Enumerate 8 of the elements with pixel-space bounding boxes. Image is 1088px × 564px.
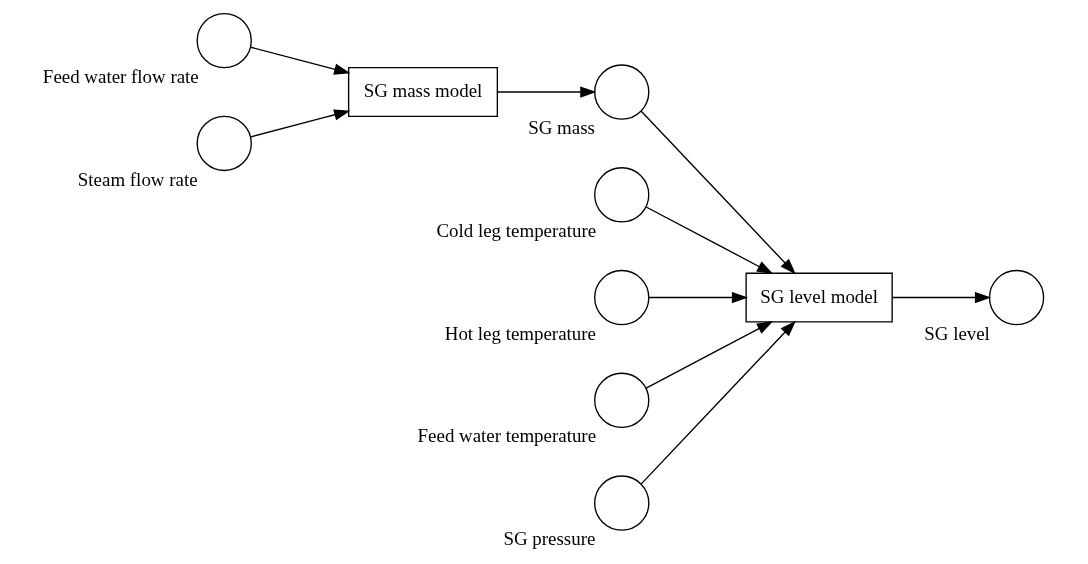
node-label: Feed water flow rate bbox=[42, 65, 199, 87]
node-label: SG mass bbox=[528, 117, 595, 139]
node-label: Steam flow rate bbox=[77, 168, 198, 190]
node-label: Hot leg temperature bbox=[444, 322, 596, 344]
node-label: SG level bbox=[924, 322, 990, 344]
node-label: Cold leg temperature bbox=[436, 219, 597, 241]
node-label: Feed water temperature bbox=[417, 425, 597, 447]
node-label: SG pressure bbox=[503, 528, 596, 550]
